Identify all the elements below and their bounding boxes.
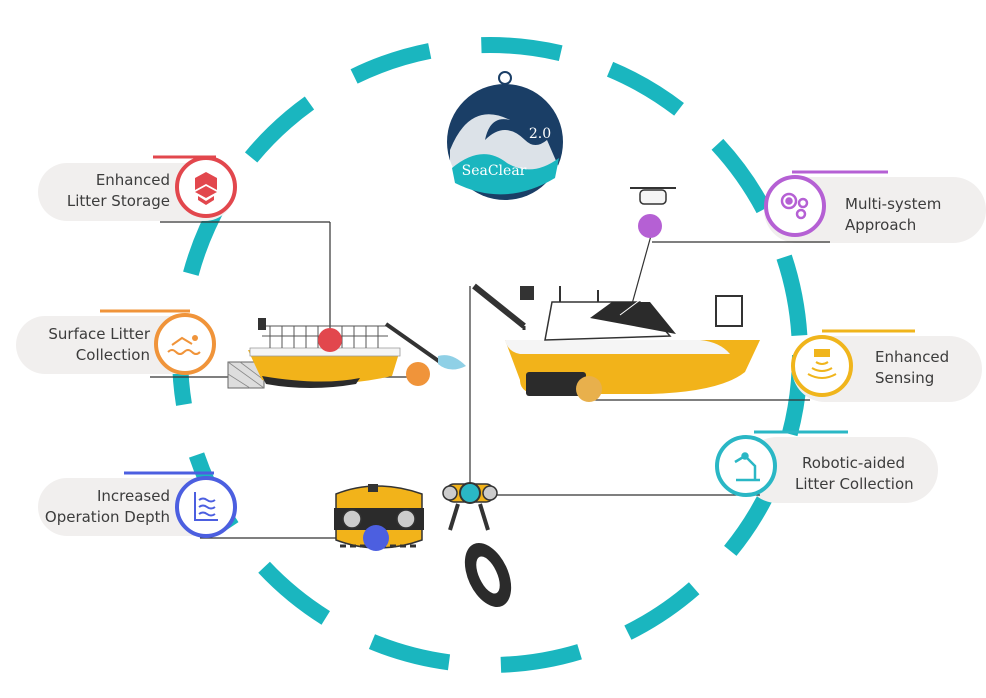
sensing-marker-dot [576, 376, 602, 402]
depth-marker-dot [363, 525, 389, 551]
feature-robotic-line1: Robotic-aided [802, 454, 905, 472]
robot-arm-icon [734, 452, 760, 482]
robotic-marker-dot [459, 482, 481, 504]
water-depth-icon [194, 492, 218, 521]
feature-depth-line2: Operation Depth [45, 508, 170, 526]
feature-sensing-line1: Enhanced [875, 348, 949, 366]
feature-robotic-line2: Litter Collection [795, 475, 914, 493]
swimmer-icon [167, 335, 201, 355]
sonar-sensor-icon [807, 349, 837, 379]
gripper-illustration [442, 483, 512, 607]
feature-storage-line2: Litter Storage [67, 192, 170, 210]
surface-vessel-illustration [227, 318, 466, 389]
feature-robotic: Robotic-aided Litter Collection [478, 430, 938, 503]
main-boat-illustration [469, 283, 760, 490]
logo-brand: SeaClear [462, 163, 527, 179]
storage-marker-dot [318, 328, 342, 352]
feature-multi-line2: Approach [845, 216, 916, 234]
gears-icon [780, 192, 809, 220]
surface-marker-dot [406, 362, 430, 386]
feature-multi: Multi-system Approach [652, 170, 986, 243]
feature-depth: Increased Operation Depth [38, 471, 375, 539]
feature-surface-line1: Surface Litter [48, 325, 150, 343]
feature-sensing-line2: Sensing [875, 369, 934, 387]
feature-sensing: Enhanced Sensing [590, 329, 982, 402]
dropbox-box-icon [195, 172, 217, 205]
feature-surface: Surface Litter Collection [16, 309, 420, 378]
feature-multi-line1: Multi-system [845, 195, 941, 213]
feature-storage-line1: Enhanced [96, 171, 170, 189]
feature-depth-line1: Increased [97, 487, 170, 505]
drone-illustration [630, 187, 676, 305]
logo-version: 2.0 [529, 126, 551, 142]
feature-surface-line2: Collection [76, 346, 150, 364]
rov-illustration [334, 484, 424, 549]
feature-storage: Enhanced Litter Storage [38, 155, 331, 338]
multi-marker-dot [638, 214, 662, 238]
seaclear-logo: 2.0 SeaClear [447, 71, 563, 200]
